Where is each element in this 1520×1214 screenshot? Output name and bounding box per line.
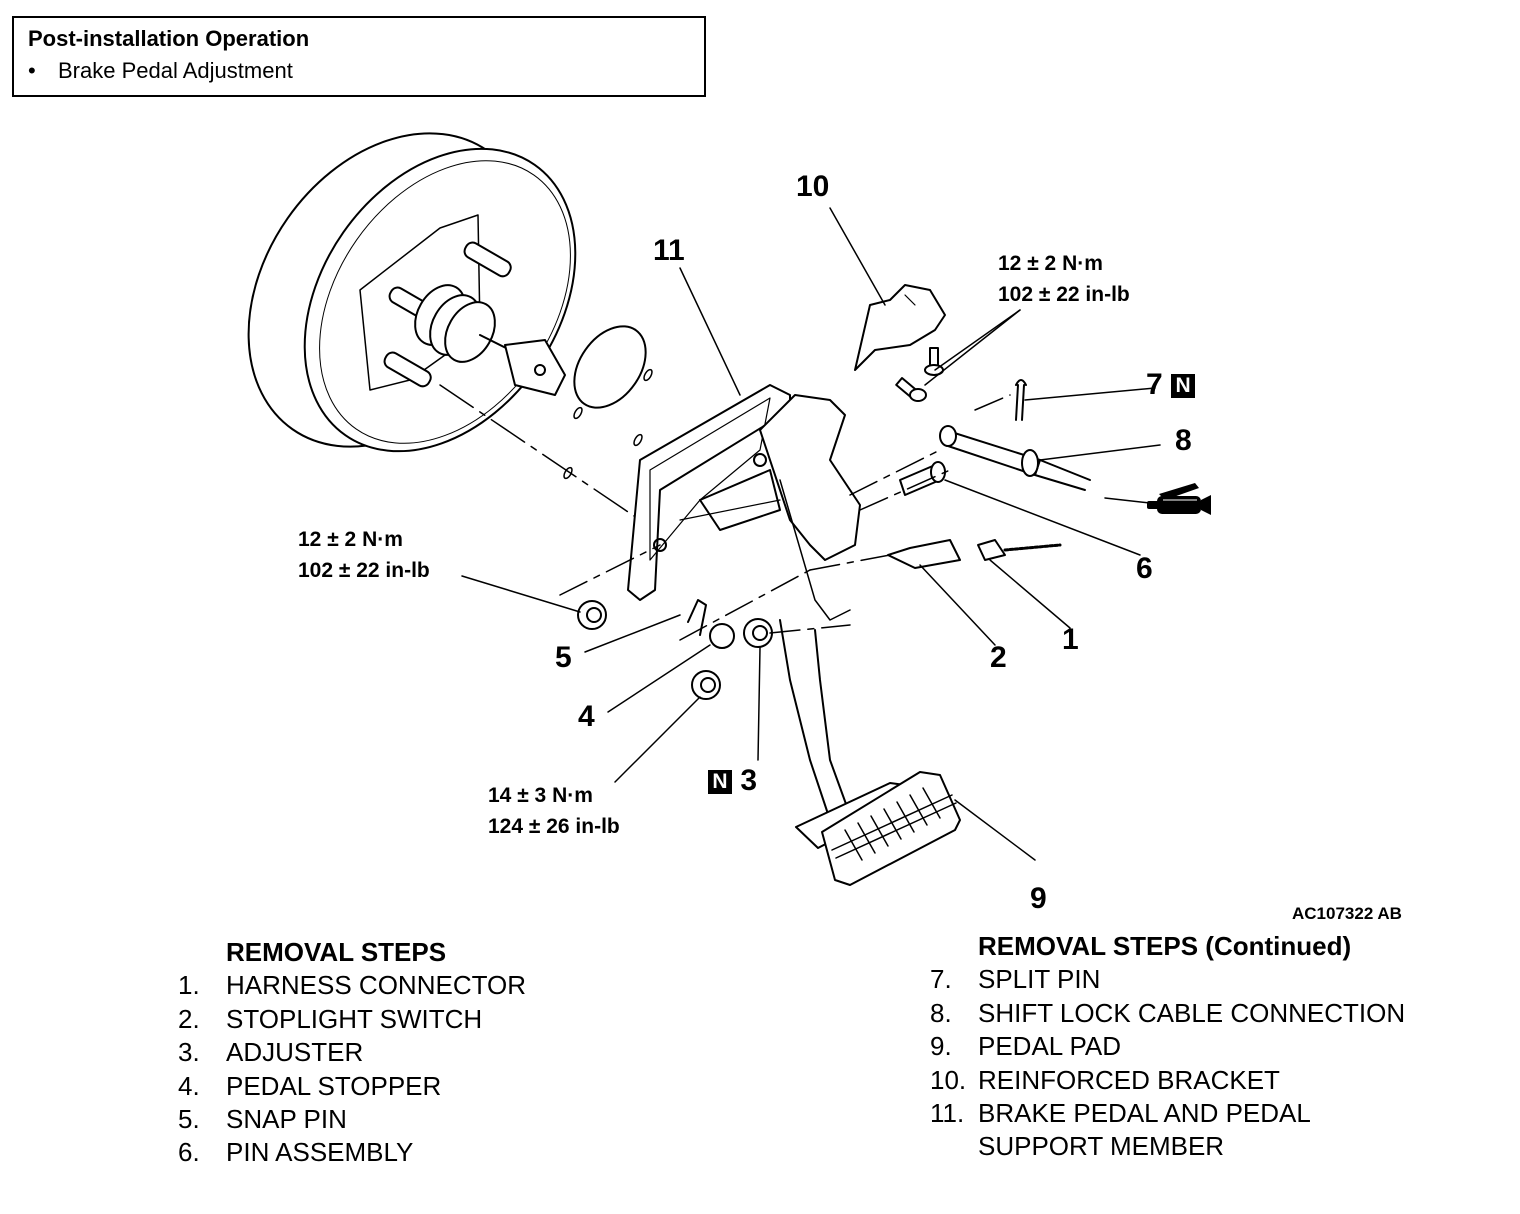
alignment-lines xyxy=(560,395,1010,640)
step-number: 2. xyxy=(178,1003,200,1034)
callout-8: 8 xyxy=(1175,424,1192,457)
removal-steps-heading: REMOVAL STEPS xyxy=(226,937,447,967)
removal-steps-list: REMOVAL STEPS 1. HARNESS CONNECTOR 2. STOP… xyxy=(178,936,526,1170)
pedal-support-member xyxy=(628,385,860,620)
pedal-stopper xyxy=(710,624,734,648)
pedal-pad xyxy=(796,772,960,885)
torque-metric: 14 ± 3 N·m xyxy=(488,784,593,807)
removal-step: 9. PEDAL PAD xyxy=(930,1030,1405,1063)
step-number: 10. xyxy=(930,1064,967,1095)
step-label: PIN ASSEMBLY xyxy=(226,1137,414,1168)
callout-4: 4 xyxy=(578,700,595,733)
step-label: SHIFT LOCK CABLE CONNECTION xyxy=(978,997,1406,1028)
removal-step: SUPPORT MEMBER xyxy=(930,1130,1405,1163)
snap-pin xyxy=(688,600,706,635)
grease-tube-icon xyxy=(1147,483,1211,515)
callout-11: 11 xyxy=(653,234,685,267)
step-label: SNAP PIN xyxy=(226,1104,347,1135)
callout-7: 7 xyxy=(1146,368,1163,401)
post-installation-title: Post-installation Operation xyxy=(28,26,310,51)
torque-metric: 12 ± 2 N·m xyxy=(298,528,403,551)
new-part-badge-icon: N xyxy=(708,770,732,795)
step-label: ADJUSTER xyxy=(226,1037,364,1068)
callout-3: 3 xyxy=(740,764,758,797)
exploded-view-drawing xyxy=(0,0,1520,940)
booster-nut xyxy=(578,601,606,629)
callout-2: 2 xyxy=(990,641,1007,674)
split-pin xyxy=(1016,380,1026,420)
removal-step: 5. SNAP PIN xyxy=(178,1103,526,1136)
torque-imperial: 102 ± 22 in-lb xyxy=(298,559,430,582)
brake-pedal-arm xyxy=(780,620,850,820)
removal-step: 7. SPLIT PIN xyxy=(930,963,1405,996)
shift-lock-cable xyxy=(940,426,1090,490)
torque-spec-pedal-support-nut: 14 ± 3 N·m 124 ± 26 in-lb xyxy=(488,780,620,842)
callout-10: 10 xyxy=(796,170,830,203)
step-number: 1. xyxy=(178,970,200,1001)
reinforced-bracket xyxy=(855,285,945,401)
removal-step: 3. ADJUSTER xyxy=(178,1036,526,1069)
stoplight-switch xyxy=(888,540,960,568)
callout-6: 6 xyxy=(1136,552,1153,585)
pedal-support-nut xyxy=(692,671,720,699)
removal-step: 4. PEDAL STOPPER xyxy=(178,1070,526,1103)
mounting-holes xyxy=(562,368,653,479)
step-label: PEDAL PAD xyxy=(978,1031,1122,1062)
torque-metric: 12 ± 2 N·m xyxy=(998,252,1103,275)
step-label: STOPLIGHT SWITCH xyxy=(226,1003,483,1034)
adjuster xyxy=(744,619,772,647)
post-installation-item-label: Brake Pedal Adjustment xyxy=(58,58,293,83)
callout-1: 1 xyxy=(1062,623,1079,656)
callout-9: 9 xyxy=(1030,882,1047,915)
step-label: PEDAL STOPPER xyxy=(226,1070,442,1101)
leader-lines xyxy=(462,208,1160,860)
gasket xyxy=(560,313,661,421)
alignment-line xyxy=(440,385,640,520)
torque-spec-booster-nut: 12 ± 2 N·m 102 ± 22 in-lb xyxy=(298,524,430,586)
removal-step: 8. SHIFT LOCK CABLE CONNECTION xyxy=(930,997,1405,1030)
removal-step: 10. REINFORCED BRACKET xyxy=(930,1064,1405,1097)
step-number: 5. xyxy=(178,1104,200,1135)
step-label: SUPPORT MEMBER xyxy=(978,1131,1225,1162)
step-label: SPLIT PIN xyxy=(978,964,1101,995)
step-number: 7. xyxy=(930,964,952,995)
removal-step: 1. HARNESS CONNECTOR xyxy=(178,969,526,1002)
removal-steps-continued-heading: REMOVAL STEPS (Continued) xyxy=(978,931,1352,961)
step-number: 8. xyxy=(930,997,952,1028)
step-number xyxy=(930,1130,978,1163)
post-installation-box: Post-installation Operation • Brake Pedal… xyxy=(12,16,706,97)
step-number: 3. xyxy=(178,1037,200,1068)
removal-step: 2. STOPLIGHT SWITCH xyxy=(178,1003,526,1036)
step-label: REINFORCED BRACKET xyxy=(978,1064,1280,1095)
new-part-badge-icon: N xyxy=(1171,374,1196,399)
figure-code: AC107322 AB xyxy=(1292,904,1402,923)
callout-7-group: 7 N xyxy=(1146,368,1196,401)
brake-booster xyxy=(190,79,631,503)
removal-steps-continued-list: REMOVAL STEPS (Continued) 7. SPLIT PIN 8.… xyxy=(930,930,1405,1164)
callout-5: 5 xyxy=(555,641,572,674)
removal-step: 6. PIN ASSEMBLY xyxy=(178,1136,526,1169)
removal-step: 11. BRAKE PEDAL AND PEDAL xyxy=(930,1097,1405,1130)
step-number: 9. xyxy=(930,1031,952,1062)
post-installation-item: • Brake Pedal Adjustment xyxy=(28,58,293,84)
step-number: 11. xyxy=(930,1098,965,1129)
torque-imperial: 102 ± 22 in-lb xyxy=(998,283,1130,306)
bullet-icon: • xyxy=(28,58,36,83)
step-label: BRAKE PEDAL AND PEDAL xyxy=(978,1098,1311,1129)
torque-spec-reinforced-bracket: 12 ± 2 N·m 102 ± 22 in-lb xyxy=(998,248,1130,310)
step-number: 6. xyxy=(178,1137,200,1168)
step-number: 4. xyxy=(178,1070,200,1101)
step-label: HARNESS CONNECTOR xyxy=(226,970,527,1001)
callout-3-group: N 3 xyxy=(708,766,757,796)
torque-imperial: 124 ± 26 in-lb xyxy=(488,815,620,838)
harness-connector xyxy=(978,540,1060,560)
